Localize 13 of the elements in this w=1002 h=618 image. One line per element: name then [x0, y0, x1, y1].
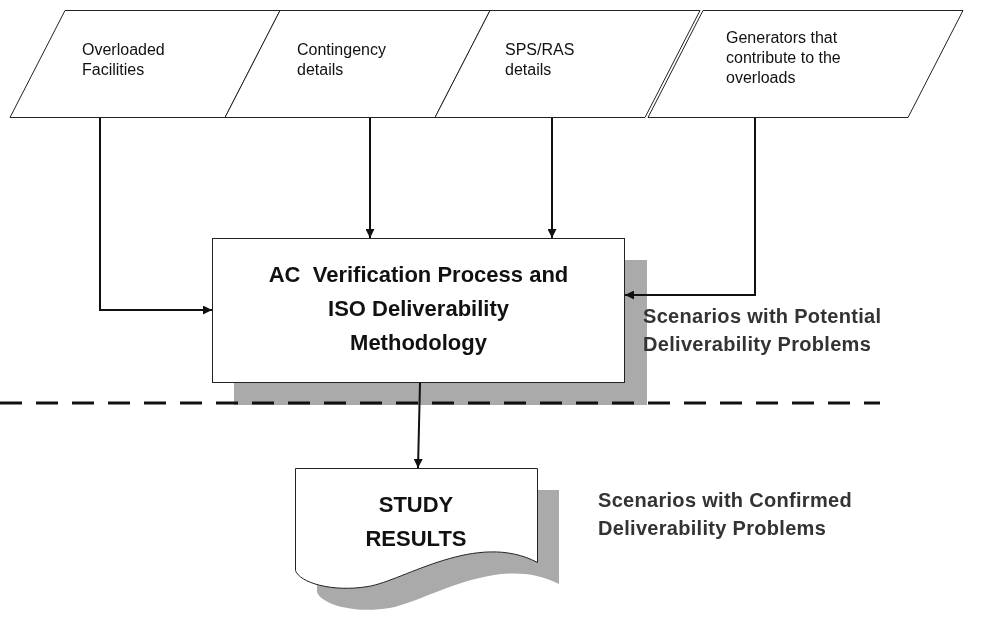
input-label: Contingency details — [297, 40, 387, 80]
arrow — [365, 117, 375, 239]
note-text: Scenarios with Potential Deliverability Problems — [643, 304, 883, 357]
input-label: Overloaded Facilities — [82, 40, 166, 80]
arrow — [413, 382, 423, 469]
arrow — [99, 117, 213, 315]
arrow — [547, 117, 557, 239]
note-text: Scenarios with Confirmed Deliverability Problems — [598, 488, 853, 541]
input-label: SPS/RAS details — [505, 40, 576, 80]
process-label: AC Verification Process and ISO Deliverability Methodology — [267, 261, 570, 357]
document-label: STUDY RESULTS — [364, 491, 468, 553]
input-label: Generators that contribute to the overloads — [726, 28, 842, 88]
arrow — [624, 117, 756, 300]
